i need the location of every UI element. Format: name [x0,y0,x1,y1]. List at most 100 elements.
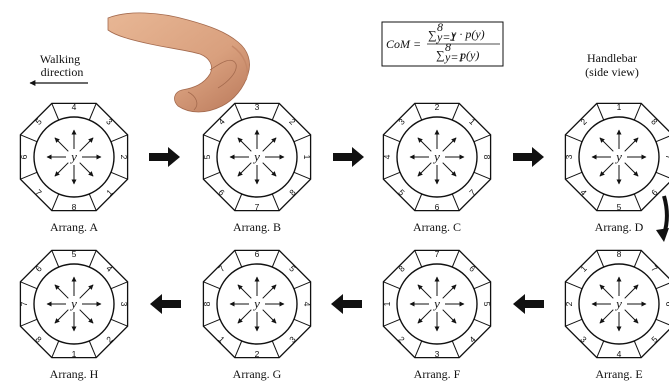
center-symbol: y [252,149,260,164]
direction-arrow-icon [79,137,94,152]
segment-divider [293,171,311,180]
segment-divider [383,171,401,180]
segment-number: 4 [302,302,312,307]
segment-number: 6 [435,202,440,212]
direction-arrow-icon [262,162,277,177]
segment-divider [451,193,460,211]
formula-num-upper: 8 [437,20,443,34]
segment-divider [414,193,423,211]
inner-circle [578,116,660,198]
direction-arrow-icon [624,137,639,152]
segment-number: 2 [435,102,440,112]
walking-direction: Walking direction [29,52,88,86]
direction-arrow-icon [262,284,277,299]
segment-divider [271,193,280,211]
segment-number: 7 [19,301,29,306]
inner-circle [33,116,115,198]
direction-arrow-icon [599,162,614,177]
segment-number: 6 [664,302,669,307]
segment-number: 6 [33,263,44,274]
segment-divider [473,134,491,143]
segment-number: 2 [396,334,407,345]
segment-number: 1 [617,102,622,112]
inner-circle [33,263,115,345]
segment-number: 1 [578,263,589,274]
segment-number: 7 [467,187,478,198]
segment-number: 7 [33,187,44,198]
segment-number: 3 [104,116,115,127]
segment-divider [271,250,280,268]
segment-divider [414,340,423,358]
segment-number: 2 [287,116,298,127]
segment-divider [110,134,128,143]
segment-divider [20,134,38,143]
segment-number: 4 [617,349,622,359]
arrangement-label: Arrang. D [595,220,644,234]
segment-number: 4 [382,154,392,159]
segment-number: 4 [72,102,77,112]
segment-number: 4 [216,116,227,127]
segment-number: 2 [104,334,115,345]
segment-divider [451,103,460,121]
com-formula: CoM = ∑ 8 y=1 y · p(y) ∑ 8 y=1 p(y) [381,20,504,67]
segment-divider [51,193,60,211]
segment-number: 1 [382,301,392,306]
direction-arrow-icon [237,309,252,324]
bold-arrow-icon [333,147,364,167]
bold-arrow-icon [513,147,544,167]
segment-number: 6 [467,263,478,274]
segment-number: 7 [664,155,669,160]
segment-divider [203,318,221,327]
direction-arrow-icon [417,284,432,299]
segment-number: 1 [104,187,115,198]
curved-down-arrow-icon [662,195,669,235]
segment-divider [565,281,583,290]
segment-number: 3 [578,334,589,345]
segment-number: 4 [467,334,478,345]
direction-arrow-icon [54,162,69,177]
direction-arrow-icon [624,284,639,299]
segment-divider [20,171,38,180]
segment-divider [234,340,243,358]
formula-num-lower: y=1 [436,30,456,44]
arrangement-e: y87654321Arrang. E [564,249,669,381]
segment-divider [633,103,642,121]
direction-arrow-icon [79,162,94,177]
segment-divider [203,171,221,180]
inner-circle [216,116,298,198]
segment-number: 6 [216,187,227,198]
segment-number: 8 [287,187,298,198]
segment-number: 7 [216,263,227,274]
direction-arrow-icon [237,284,252,299]
segment-divider [414,250,423,268]
handlebar-line2: (side view) [585,65,639,79]
arrangement-label: Arrang. E [595,367,642,381]
segment-divider [473,171,491,180]
formula-denominator: p(y) [459,48,479,62]
segment-number: 5 [202,154,212,159]
direction-arrow-icon [442,162,457,177]
segment-number: 5 [482,302,492,307]
arrangement-label: Arrang. C [413,220,461,234]
segment-divider [565,134,583,143]
segment-number: 2 [119,155,129,160]
segment-divider [383,318,401,327]
bold-arrow-icon [150,294,181,314]
direction-arrow-icon [54,309,69,324]
segment-divider [234,103,243,121]
curved-down-arrow-icon-head [656,228,669,242]
segment-divider [293,134,311,143]
arrangement-label: Arrang. F [414,367,461,381]
segment-number: 1 [302,155,312,160]
direction-arrow-icon [417,137,432,152]
direction-arrow-icon [79,309,94,324]
segment-divider [88,193,97,211]
segment-divider [203,134,221,143]
inner-circle [216,263,298,345]
segment-number: 8 [649,116,660,127]
segment-number: 3 [435,349,440,359]
